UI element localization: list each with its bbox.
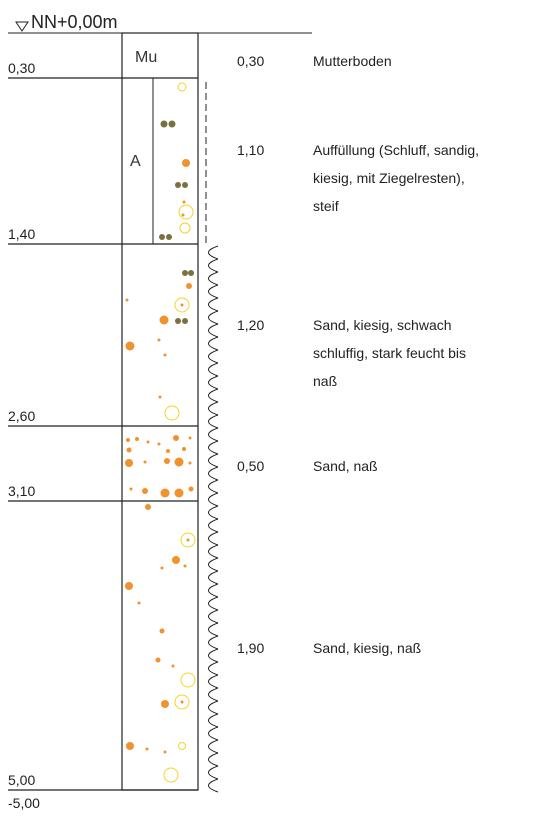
gravel-symbol xyxy=(180,532,196,548)
sand-symbol xyxy=(186,538,190,542)
sand-symbol xyxy=(159,628,165,634)
sand-symbol xyxy=(129,487,133,491)
silt-symbol xyxy=(175,318,181,324)
thickness-label: 1,90 xyxy=(237,640,264,656)
sand-symbol xyxy=(137,601,141,605)
gravel-symbol xyxy=(177,82,187,92)
sand-symbol xyxy=(173,435,179,441)
layer-code-a: A xyxy=(130,153,141,170)
sand-symbol xyxy=(126,742,134,750)
gravel-symbol xyxy=(180,672,196,688)
sand-symbol xyxy=(180,700,184,704)
sand-symbol xyxy=(183,564,187,568)
sand-symbol xyxy=(160,488,170,498)
sand-symbol xyxy=(126,438,130,442)
layer-description: naß xyxy=(313,373,337,389)
sand-symbol xyxy=(174,457,184,467)
thickness-label: 1,10 xyxy=(237,142,264,158)
sand-symbol xyxy=(159,315,169,325)
sand-symbol xyxy=(126,447,132,453)
soil-column xyxy=(121,32,199,791)
sand-symbol xyxy=(157,442,161,446)
silt-symbol xyxy=(168,120,176,128)
depth-label: 5,00 xyxy=(8,772,35,788)
sand-symbol xyxy=(125,459,133,467)
layer-boundaries xyxy=(8,77,198,791)
sand-symbol xyxy=(182,159,190,167)
sand-symbol xyxy=(174,488,184,498)
gravel-symbol xyxy=(178,204,194,220)
depth-label: 0,30 xyxy=(8,60,35,76)
sand-symbol xyxy=(188,461,192,465)
sand-symbol xyxy=(188,486,194,492)
sand-symbol xyxy=(182,200,186,204)
sand-symbol xyxy=(143,460,147,464)
sand-symbol xyxy=(163,750,167,754)
layer-description: Sand, naß xyxy=(313,458,378,474)
depth-label: 2,60 xyxy=(8,408,35,424)
depth-label: 1,40 xyxy=(8,226,35,242)
sand-symbol xyxy=(163,353,167,357)
gravel-symbol xyxy=(179,222,191,234)
depth-label: 3,10 xyxy=(8,483,35,499)
silt-symbol xyxy=(160,120,168,128)
silt-symbol xyxy=(182,318,188,324)
layer-description: Auffüllung (Schluff, sandig, xyxy=(313,142,479,158)
gravel-symbol xyxy=(178,742,186,750)
silt-symbol xyxy=(175,182,181,188)
layer-description: Mutterboden xyxy=(313,53,392,69)
sand-symbol xyxy=(125,582,133,590)
layer-description: kiesig, mit Ziegelresten), xyxy=(313,170,465,186)
sand-symbol xyxy=(155,657,161,663)
layer-description: Sand, kiesig, schwach xyxy=(313,317,452,333)
silt-symbol xyxy=(166,234,172,240)
sand-symbol xyxy=(166,449,170,453)
ground-level-triangle-icon xyxy=(15,21,29,32)
sand-symbol xyxy=(157,338,161,342)
wet-zone-symbol xyxy=(208,245,219,793)
sand-symbol xyxy=(160,566,164,570)
sand-symbol xyxy=(125,341,135,351)
layer-code-mu: Mu xyxy=(135,49,157,66)
layer-description: steif xyxy=(313,198,339,214)
sand-symbol xyxy=(172,556,180,564)
final-depth-label: -5,00 xyxy=(8,795,40,811)
sand-symbol xyxy=(188,436,192,440)
sand-symbol xyxy=(171,664,175,668)
sand-symbol xyxy=(164,458,170,464)
silt-symbol xyxy=(182,182,188,188)
sand-symbol xyxy=(158,395,162,399)
gravel-symbol xyxy=(164,405,180,421)
thickness-label: 0,50 xyxy=(237,458,264,474)
sand-symbol xyxy=(145,504,151,510)
sand-symbol xyxy=(181,213,185,217)
ground-level-label: NN+0,00m xyxy=(31,12,118,32)
silt-symbol xyxy=(182,270,188,276)
sand-symbol xyxy=(186,283,192,289)
gravel-symbol xyxy=(174,694,190,710)
layer-description: Sand, kiesig, naß xyxy=(313,640,421,656)
sand-symbol xyxy=(182,447,186,451)
sand-symbol xyxy=(161,700,169,708)
thickness-label: 1,20 xyxy=(237,317,264,333)
gravel-symbol xyxy=(163,767,179,783)
layer-description: schluffig, stark feucht bis xyxy=(313,345,466,361)
thickness-label: 0,30 xyxy=(237,53,264,69)
soil-texture-symbols xyxy=(125,82,196,783)
sand-symbol xyxy=(135,437,139,441)
sand-symbol xyxy=(125,298,129,302)
sand-symbol xyxy=(145,747,149,751)
sand-symbol xyxy=(146,440,150,444)
silt-symbol xyxy=(188,270,194,276)
silt-symbol xyxy=(159,234,165,240)
sand-symbol xyxy=(142,488,148,494)
gravel-symbol xyxy=(174,297,190,313)
sand-symbol xyxy=(180,303,184,307)
